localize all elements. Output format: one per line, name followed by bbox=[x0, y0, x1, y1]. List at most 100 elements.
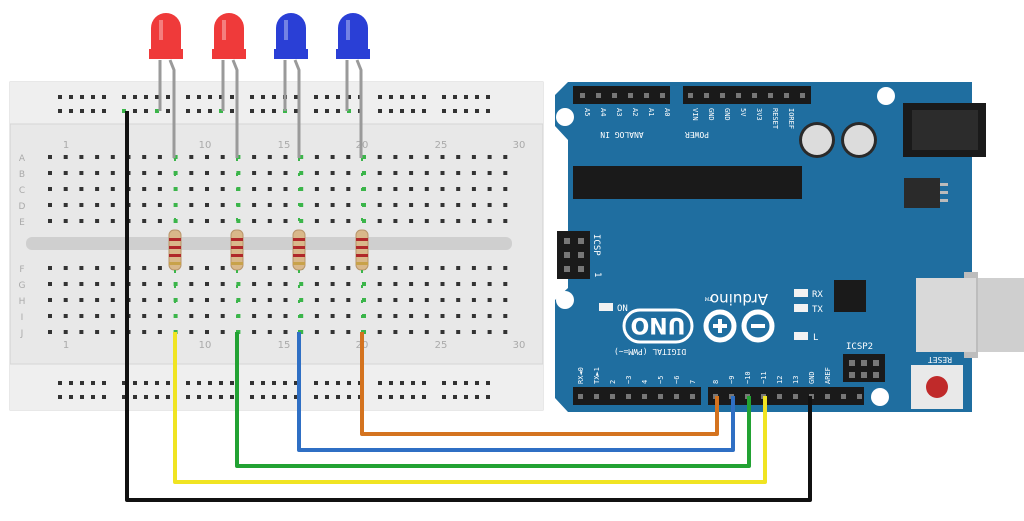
header-pin bbox=[644, 93, 649, 98]
breadboard-hole bbox=[95, 203, 100, 207]
rail-hole bbox=[378, 381, 382, 385]
breadboard-hole bbox=[440, 282, 445, 286]
breadboard-hole bbox=[110, 203, 115, 207]
rail-hole bbox=[250, 381, 254, 385]
mount-hole bbox=[556, 108, 574, 126]
breadboard-hole bbox=[409, 219, 414, 223]
rail-hole bbox=[486, 381, 490, 385]
breadboard-hole bbox=[346, 219, 351, 223]
reset-label: RESET bbox=[928, 355, 952, 364]
resistor-band bbox=[293, 262, 305, 265]
resistor-band bbox=[231, 262, 243, 265]
header-pin bbox=[704, 93, 709, 98]
row-label-h: H bbox=[19, 297, 26, 307]
breadboard-hole bbox=[346, 155, 351, 159]
row-label-e: E bbox=[19, 218, 25, 228]
pin-label: 8 bbox=[712, 380, 720, 384]
breadboard-hole bbox=[393, 282, 398, 286]
breadboard-hole-used bbox=[299, 187, 304, 191]
breadboard-hole bbox=[189, 203, 194, 207]
breadboard-hole bbox=[110, 187, 115, 191]
header-pin bbox=[841, 394, 846, 399]
rail-hole bbox=[144, 109, 148, 113]
row-label-a: A bbox=[19, 154, 26, 164]
rail-hole bbox=[197, 381, 201, 385]
breadboard-hole bbox=[424, 282, 429, 286]
breadboard-hole bbox=[393, 203, 398, 207]
breadboard-hole bbox=[471, 282, 476, 286]
breadboard-hole bbox=[79, 203, 84, 207]
icsp-label: ICSP bbox=[591, 234, 601, 256]
breadboard-hole bbox=[440, 330, 445, 334]
pin-label: A5 bbox=[583, 108, 591, 116]
breadboard-hole bbox=[189, 314, 194, 318]
breadboard-hole bbox=[252, 330, 257, 334]
header-pin bbox=[596, 93, 601, 98]
reset-button[interactable] bbox=[926, 376, 948, 398]
breadboard-hole bbox=[79, 219, 84, 223]
breadboard-hole bbox=[330, 219, 335, 223]
rail-hole bbox=[400, 381, 404, 385]
header-pin bbox=[784, 93, 789, 98]
jumper-wire bbox=[360, 332, 719, 436]
rail-hole bbox=[208, 381, 212, 385]
pin-label: 12 bbox=[776, 376, 784, 384]
header-pin bbox=[720, 93, 725, 98]
breadboard-hole bbox=[424, 266, 429, 270]
breadboard-hole bbox=[346, 298, 351, 302]
led-highlight bbox=[159, 20, 163, 40]
breadboard-hole bbox=[409, 282, 414, 286]
usb-chip bbox=[834, 280, 866, 312]
breadboard-hole bbox=[220, 266, 225, 270]
breadboard-hole bbox=[330, 282, 335, 286]
breadboard-hole bbox=[157, 171, 162, 175]
breadboard-hole bbox=[456, 219, 461, 223]
breadboard-hole bbox=[142, 155, 147, 159]
breadboard-hole bbox=[487, 187, 492, 191]
pin-label: AREF bbox=[824, 367, 832, 384]
breadboard-hole bbox=[456, 298, 461, 302]
board-outline bbox=[555, 82, 972, 412]
breadboard-hole bbox=[503, 219, 508, 223]
breadboard-hole bbox=[95, 330, 100, 334]
breadboard-hole bbox=[267, 314, 272, 318]
breadboard-hole bbox=[205, 314, 209, 318]
col-label-10: 10 bbox=[199, 140, 212, 151]
rail-hole bbox=[347, 395, 351, 399]
breadboard-hole bbox=[456, 266, 461, 270]
breadboard-hole bbox=[79, 187, 84, 191]
breadboard-hole bbox=[471, 187, 476, 191]
breadboard-hole bbox=[487, 282, 492, 286]
breadboard-hole-used bbox=[362, 314, 366, 318]
rail-hole bbox=[208, 95, 212, 99]
header-pin bbox=[564, 266, 570, 272]
breadboard-hole bbox=[95, 171, 100, 175]
breadboard-hole bbox=[283, 266, 288, 270]
breadboard-hole bbox=[393, 187, 398, 191]
breadboard-hole-used bbox=[236, 187, 241, 191]
breadboard-hole bbox=[95, 187, 100, 191]
breadboard-hole bbox=[377, 187, 382, 191]
header-pin bbox=[660, 93, 665, 98]
breadboard-hole bbox=[220, 155, 225, 159]
breadboard-hole bbox=[63, 314, 68, 318]
rail-hole bbox=[475, 109, 479, 113]
rail-hole bbox=[250, 109, 254, 113]
breadboard-hole bbox=[440, 314, 445, 318]
header-pin bbox=[857, 394, 862, 399]
breadboard-hole bbox=[79, 330, 84, 334]
breadboard-hole bbox=[424, 171, 429, 175]
breadboard-hole bbox=[63, 155, 68, 159]
breadboard-hole bbox=[456, 330, 461, 334]
led-dome bbox=[214, 13, 244, 50]
breadboard-hole bbox=[189, 171, 194, 175]
rail-hole bbox=[69, 95, 73, 99]
rail-hole bbox=[144, 395, 148, 399]
breadboard-hole bbox=[440, 187, 445, 191]
header-pin bbox=[690, 394, 695, 399]
rail-hole bbox=[453, 95, 457, 99]
breadboard-hole bbox=[487, 219, 492, 223]
breadboard-hole bbox=[142, 330, 147, 334]
breadboard-hole bbox=[79, 266, 84, 270]
